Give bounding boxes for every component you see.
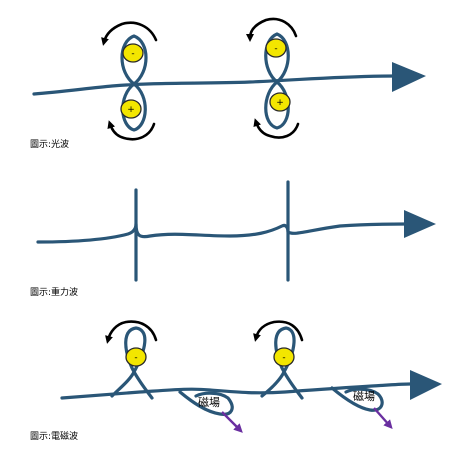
gravity-wave-arrowhead bbox=[404, 210, 436, 238]
rotation-arrow-icon bbox=[253, 320, 304, 342]
charge-sign: + bbox=[127, 105, 135, 115]
rotation-arrow-icon bbox=[105, 320, 158, 344]
em-charge-negative-2: - bbox=[273, 347, 295, 367]
em-wave-axis bbox=[60, 382, 412, 400]
em-wave-loop-2 bbox=[260, 326, 304, 400]
light-charge-positive-1: + bbox=[120, 99, 142, 119]
magnetic-loop-2 bbox=[330, 386, 384, 412]
light-wave-loop-1 bbox=[120, 34, 148, 132]
charge-sign: - bbox=[134, 353, 137, 363]
charge-sign: - bbox=[131, 49, 134, 59]
caption-em-wave: 圖示:電磁波 bbox=[30, 432, 79, 442]
rotation-arrow-icon bbox=[253, 118, 300, 139]
em-wave-loop-1 bbox=[110, 326, 154, 400]
gravity-wave-line bbox=[36, 222, 407, 244]
light-charge-positive-2: + bbox=[269, 92, 291, 112]
caption-light-wave: 圖示:光波 bbox=[30, 140, 70, 150]
rotation-arrow-icon bbox=[101, 21, 158, 46]
magnetic-field-arrow-icon bbox=[221, 411, 243, 433]
light-charge-negative-1: - bbox=[122, 43, 144, 63]
light-wave-loop-2 bbox=[264, 32, 290, 130]
charge-sign: + bbox=[276, 98, 284, 108]
em-wave-arrowhead bbox=[410, 370, 442, 400]
charge-sign: - bbox=[274, 44, 277, 54]
charge-sign: - bbox=[282, 353, 285, 363]
magnetic-field-label-1: 磁場 bbox=[198, 396, 220, 409]
light-wave-axis bbox=[32, 74, 397, 96]
magnetic-loop-1 bbox=[178, 390, 234, 416]
light-charge-negative-2: - bbox=[265, 38, 287, 58]
rotation-arrow-icon bbox=[246, 17, 298, 42]
magnetic-field-arrow-icon bbox=[373, 407, 393, 429]
em-charge-negative-1: - bbox=[125, 347, 147, 367]
caption-gravity-wave: 圖示:重力波 bbox=[30, 288, 79, 298]
em-wave-panel: - - 磁場 磁場 bbox=[60, 320, 442, 433]
gravity-wave-panel bbox=[36, 180, 436, 282]
light-wave-panel: - + - + bbox=[32, 17, 426, 141]
magnetic-field-label-2: 磁場 bbox=[353, 390, 375, 403]
rotation-arrow-icon bbox=[107, 120, 156, 141]
light-wave-arrowhead bbox=[392, 62, 426, 92]
